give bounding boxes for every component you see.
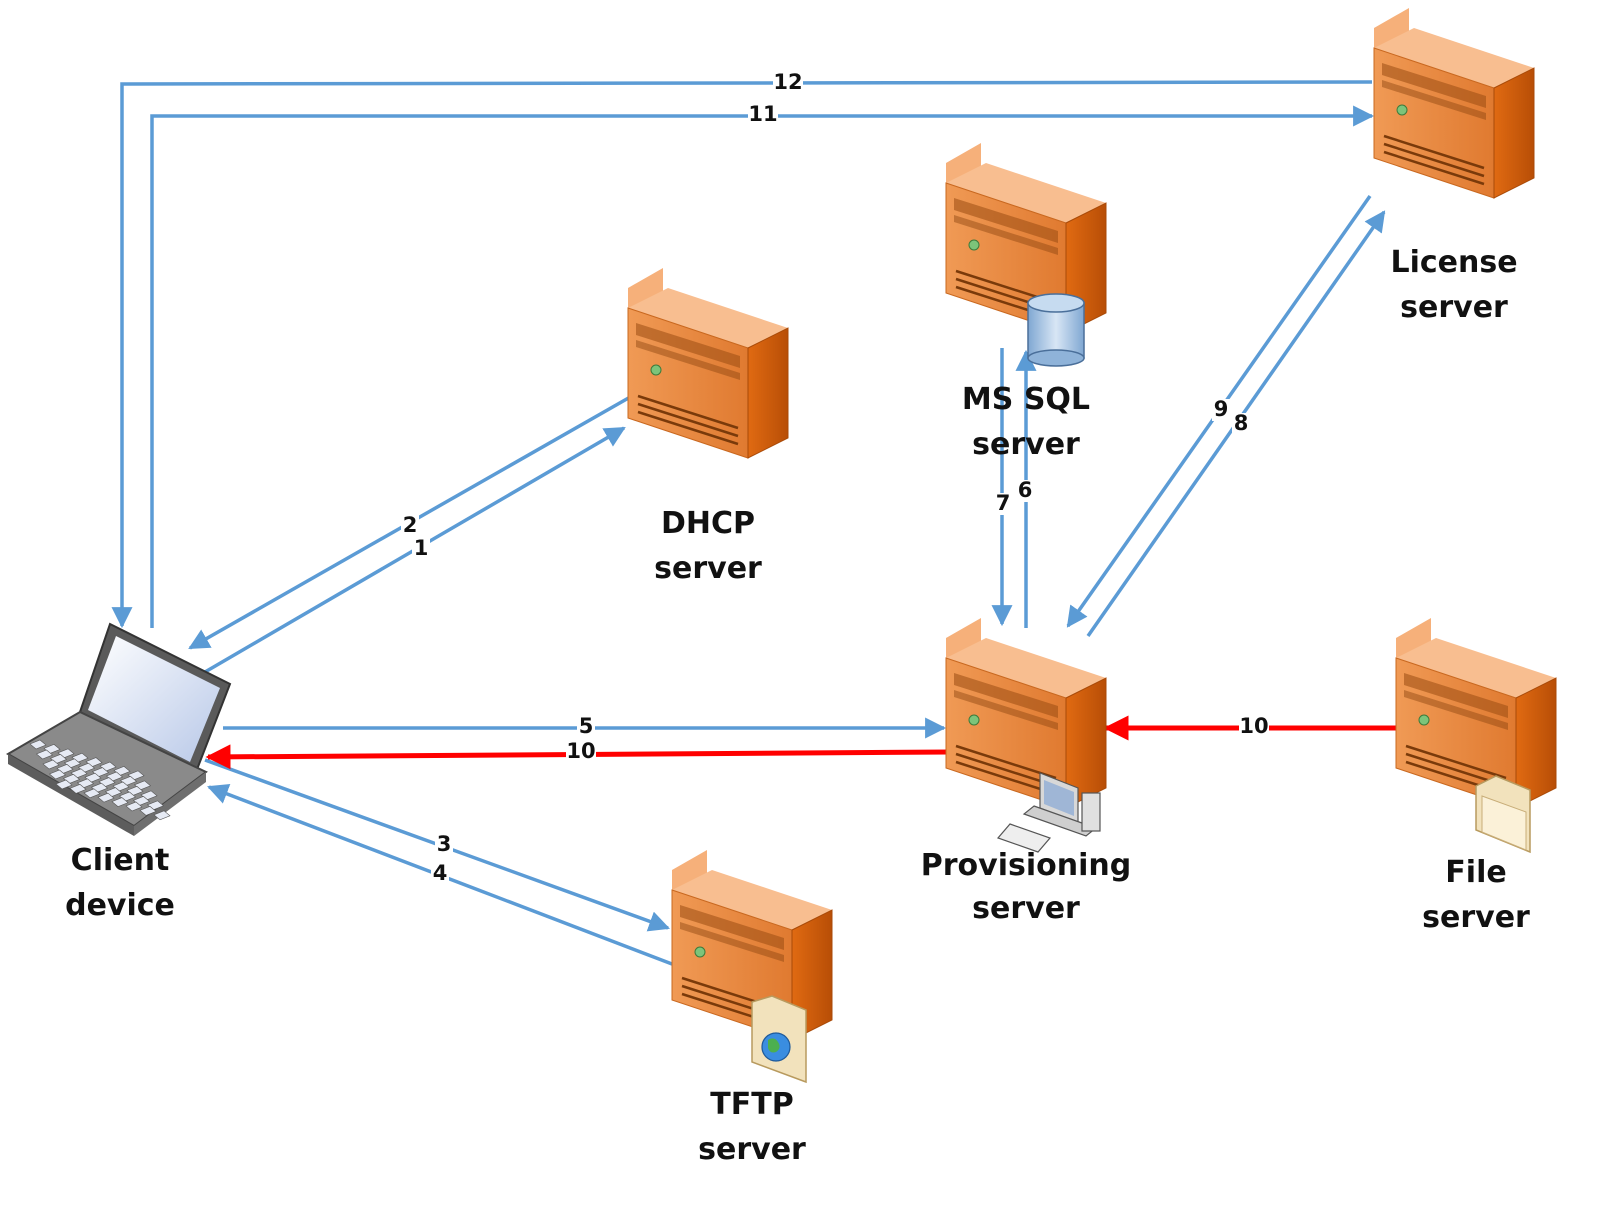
edge-e11: 11 — [150, 102, 1375, 628]
edge-e12: 12 — [111, 70, 1373, 629]
laptop-icon — [6, 622, 232, 836]
server-tower-icon — [1394, 616, 1558, 854]
node-provisioning: Provisioning server — [921, 616, 1131, 926]
node-label-line2: server — [972, 891, 1080, 926]
node-label-tftp: TFTP server — [698, 1087, 806, 1167]
edge-label-bg — [994, 493, 1012, 515]
node-label-line2: server — [1422, 900, 1530, 935]
node-label-mssql: MS SQL server — [962, 382, 1090, 462]
edge-label-e11: 11 — [748, 102, 777, 126]
edge-label-e10b: 10 — [566, 739, 595, 763]
server-tower-icon — [670, 848, 834, 1084]
node-label-file: File server — [1422, 855, 1530, 935]
node-label-line1: Provisioning — [921, 848, 1131, 883]
edge-label-e2: 2 — [403, 513, 418, 537]
edge-label-e3: 3 — [437, 832, 452, 856]
edge-label-e5: 5 — [579, 714, 594, 738]
edge-label-e8: 8 — [1234, 411, 1249, 435]
folder-icon — [1475, 775, 1531, 854]
node-client: Client device — [6, 622, 232, 923]
edge-e10b: 10 — [205, 739, 951, 770]
node-file: File server — [1394, 616, 1558, 935]
edge-line-e11 — [150, 105, 1375, 628]
edge-label-bg — [748, 104, 778, 126]
node-label-dhcp: DHCP server — [654, 506, 762, 586]
edge-label-e12: 12 — [773, 70, 802, 94]
node-label-license: License server — [1390, 245, 1517, 325]
edge-label-bg — [1212, 399, 1230, 421]
node-label-provisioning: Provisioning server — [921, 848, 1131, 926]
node-label-line1: MS SQL — [962, 382, 1090, 417]
edge-label-bg — [431, 863, 449, 885]
node-label-line1: DHCP — [661, 506, 755, 541]
edge-e7: 7 — [991, 348, 1013, 627]
node-label-line2: server — [654, 551, 762, 586]
server-tower-icon — [944, 141, 1108, 367]
edge-label-e1: 1 — [414, 536, 429, 560]
edge-e6: 6 — [1015, 349, 1037, 628]
edge-label-e9: 9 — [1214, 397, 1229, 421]
node-label-line2: device — [65, 888, 175, 923]
edge-label-bg — [401, 515, 419, 537]
edge-e3: 3 — [204, 758, 670, 932]
edge-label-bg — [1232, 413, 1250, 435]
edge-label-e10a: 10 — [1239, 714, 1268, 738]
node-tftp: TFTP server — [670, 848, 834, 1167]
edge-label-bg — [1239, 716, 1269, 738]
edge-label-bg — [435, 834, 453, 856]
node-label-client: Client device — [65, 843, 175, 923]
node-dhcp: DHCP server — [626, 266, 790, 586]
edge-e8: 8 — [1086, 210, 1386, 638]
node-label-line1: License — [1390, 245, 1517, 280]
node-license: License server — [1372, 6, 1536, 325]
node-label-line1: TFTP — [710, 1087, 793, 1122]
edge-e9: 9 — [1066, 194, 1372, 628]
edge-label-bg — [773, 72, 803, 94]
node-label-line2: server — [698, 1132, 806, 1167]
globe-folder-icon — [751, 995, 807, 1084]
server-tower-icon — [626, 266, 790, 460]
node-mssql: MS SQL server — [944, 141, 1108, 462]
edge-label-bg — [1016, 480, 1034, 502]
node-label-line2: server — [972, 427, 1080, 462]
edge-label-bg — [566, 741, 596, 763]
node-label-line1: File — [1445, 855, 1506, 890]
database-cylinder-icon — [1027, 293, 1085, 367]
edge-e2: 2 — [188, 394, 633, 650]
edge-label-bg — [577, 716, 595, 738]
edge-label-e7: 7 — [996, 491, 1011, 515]
edge-label-e4: 4 — [433, 861, 448, 885]
edge-e1: 1 — [204, 426, 626, 674]
node-label-line1: Client — [71, 843, 170, 878]
edge-e5: 5 — [223, 714, 947, 739]
edge-e4: 4 — [207, 783, 673, 966]
node-label-line2: server — [1400, 290, 1508, 325]
edge-line-e12 — [111, 80, 1373, 629]
server-tower-icon — [944, 616, 1108, 853]
desktop-computer-icon — [996, 772, 1101, 853]
edge-e10a: 10 — [1103, 714, 1398, 741]
edge-label-bg — [412, 538, 430, 560]
edge-label-e6: 6 — [1018, 478, 1033, 502]
server-tower-icon — [1372, 6, 1536, 200]
